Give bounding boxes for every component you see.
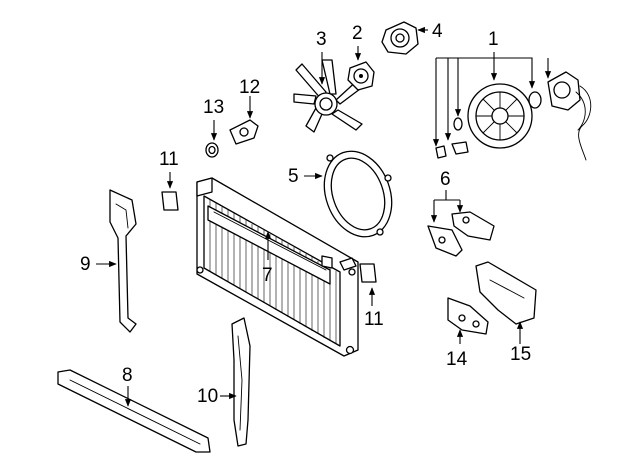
callout-11-upper: 11 bbox=[159, 149, 179, 170]
side-baffle-lower bbox=[231, 317, 251, 447]
callout-2: 2 bbox=[352, 23, 363, 44]
side-baffle bbox=[109, 189, 137, 333]
callout-12: 12 bbox=[239, 77, 261, 98]
pulley bbox=[381, 21, 419, 55]
callout-11-lower: 11 bbox=[364, 309, 384, 330]
callout-6: 6 bbox=[440, 169, 451, 190]
leader-lines bbox=[96, 26, 552, 407]
fan-shroud bbox=[323, 150, 393, 238]
fan-clutch bbox=[347, 61, 375, 91]
callout-4: 4 bbox=[432, 21, 443, 42]
callout-14: 14 bbox=[446, 349, 468, 370]
callout-8: 8 bbox=[122, 365, 133, 386]
radiator bbox=[196, 177, 359, 357]
callout-10: 10 bbox=[197, 386, 219, 407]
lower-air-guide bbox=[57, 369, 211, 453]
callout-1: 1 bbox=[488, 29, 499, 50]
fan-support-brackets bbox=[427, 211, 495, 257]
seal-ring bbox=[205, 142, 219, 158]
callout-3: 3 bbox=[316, 29, 327, 50]
air-deflector bbox=[475, 261, 537, 325]
temperature-switch bbox=[229, 119, 259, 145]
clip-upper bbox=[161, 191, 179, 211]
callout-7: 7 bbox=[262, 265, 273, 286]
clip-lower bbox=[359, 263, 377, 283]
callout-15: 15 bbox=[510, 344, 532, 365]
callout-13: 13 bbox=[203, 97, 225, 118]
electric-fan bbox=[435, 71, 592, 161]
mounting-bracket bbox=[447, 297, 489, 335]
callout-5: 5 bbox=[288, 166, 299, 187]
callout-9: 9 bbox=[80, 254, 91, 275]
